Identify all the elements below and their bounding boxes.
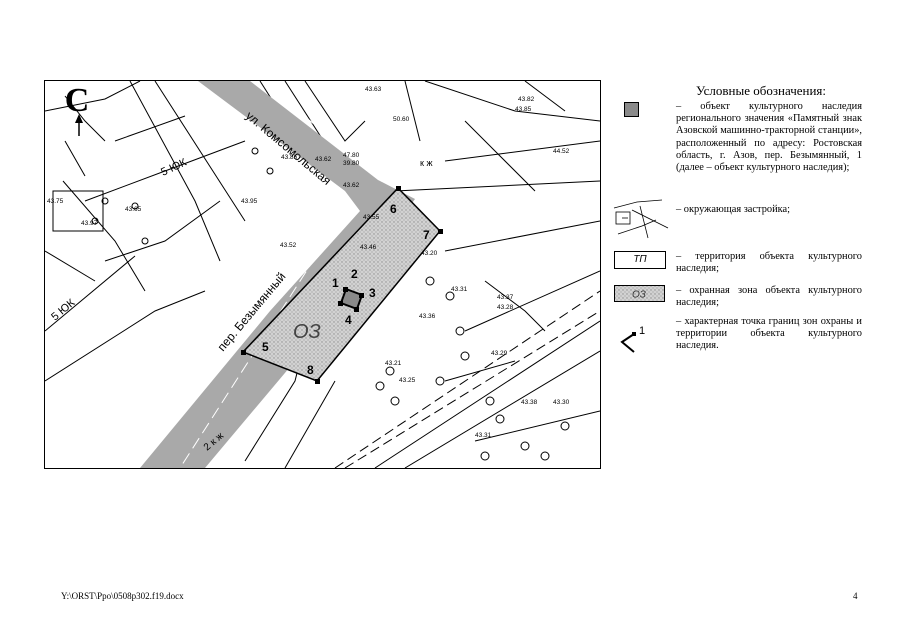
point-label-3: 3 (369, 286, 376, 300)
elevation-label: 43.85 (281, 154, 298, 161)
elevation-label: 43.52 (280, 242, 297, 249)
elevation-label: 43.31 (451, 286, 468, 293)
point-label-6: 6 (390, 202, 397, 216)
elevation-label: 43.20 (421, 250, 438, 257)
legend-text: – окружающая застройка; (676, 204, 791, 215)
elevation-label: 43.62 (315, 156, 332, 163)
protective-zone-swatch-label: ОЗ (632, 290, 646, 301)
elevation-label: 43.75 (47, 198, 64, 205)
elevation-label: 43.62 (343, 182, 360, 189)
elevation-label: 43.25 (399, 377, 416, 384)
point-label-5: 5 (262, 340, 269, 354)
elevation-label: 43.28 (497, 304, 514, 311)
survey-elevations: 43.75 43.97 43.65 43.95 43.85 43.62 43.5… (47, 86, 570, 439)
elevation-label: 43.36 (419, 313, 436, 320)
tree-symbols (91, 147, 570, 461)
territory-swatch: ТП (614, 251, 666, 269)
elevation-label: 43.55 (363, 214, 380, 221)
point-label-8: 8 (307, 363, 314, 377)
buildings-swatch (613, 199, 669, 239)
legend-item-protective-zone: ОЗ – охранная зона объекта культурного н… (612, 285, 862, 315)
legend-item-buildings: – окружающая застройка; (612, 198, 862, 248)
point-label-1: 1 (332, 276, 339, 290)
point-label-2: 2 (351, 267, 358, 281)
point-swatch: 1 (620, 325, 645, 353)
elevation-label: 44.52 (553, 148, 570, 155)
legend-text: – характерная точка границ зон охраны и … (676, 316, 862, 352)
zone-label: ОЗ (293, 321, 321, 343)
street-band (140, 81, 415, 468)
elevation-label: 43.95 (241, 198, 258, 205)
point-swatch-label: 1 (639, 325, 645, 337)
map-frame: С ул. Комсомольская пер. Безымянный 5 ЮК… (44, 80, 601, 469)
elevation-label: 43.30 (553, 399, 570, 406)
elevation-label: 43.31 (475, 432, 492, 439)
block-label: 5 ЮК (159, 156, 189, 178)
elevation-label: 47.80 (343, 152, 360, 159)
heritage-object-swatch (624, 102, 639, 117)
legend-item-heritage-object: – объект культурного наследия региональн… (612, 101, 862, 231)
point-label-7: 7 (423, 228, 430, 242)
elevation-label: 50.60 (393, 116, 410, 123)
north-arrow: С (65, 82, 90, 136)
elevation-label: 43.82 (518, 96, 535, 103)
protective-zone-swatch: ОЗ (614, 285, 665, 302)
legend-text: – территория объекта культурного наследи… (676, 251, 862, 275)
elevation-label: 39.80 (343, 160, 360, 167)
legend-title: Условные обозначения: (696, 83, 827, 98)
elevation-label: 43.65 (125, 206, 142, 213)
elevation-label: 43.46 (360, 244, 377, 251)
page-number: 4 (853, 591, 858, 601)
legend-text: – объект культурного наследия региональн… (676, 101, 862, 174)
block-label: к ж (420, 158, 432, 168)
elevation-label: 43.97 (81, 220, 98, 227)
elevation-label: 43.85 (515, 106, 532, 113)
elevation-label: 43.21 (385, 360, 402, 367)
surrounding-buildings (45, 81, 600, 468)
legend-item-point: 1 – характерная точка границ зон охраны … (612, 316, 862, 361)
elevation-label: 43.38 (521, 399, 538, 406)
point-label-4: 4 (345, 313, 352, 327)
legend-text: – охранная зона объекта культурного насл… (676, 285, 862, 309)
elevation-label: 43.63 (365, 86, 382, 93)
elevation-label: 43.29 (491, 350, 508, 357)
block-label: 5 ЮК (49, 297, 78, 324)
boundary-point-markers (241, 186, 443, 384)
legend-item-territory: ТП – территория объекта культурного насл… (612, 251, 862, 281)
elevation-label: 43.37 (497, 294, 514, 301)
map-canvas: С ул. Комсомольская пер. Безымянный 5 ЮК… (45, 81, 600, 468)
footer-file-path: Y:\ORST\Ppo\0508p302.f19.docx (61, 591, 184, 601)
boundary-point-labels: 1 2 3 4 5 6 7 8 (262, 202, 430, 377)
north-label: С (65, 82, 90, 119)
